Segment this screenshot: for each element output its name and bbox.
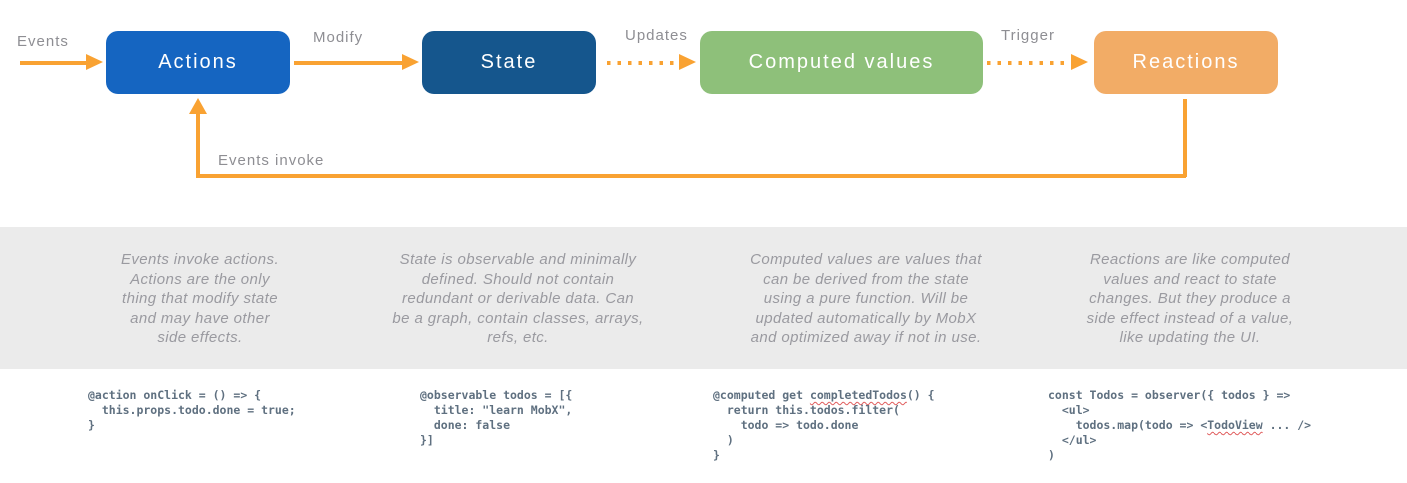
code-line: return this.todos.filter( — [713, 403, 900, 417]
description-actions: Events invoke actions. Actions are the o… — [120, 251, 280, 346]
node-reactions: Reactions — [1094, 31, 1278, 94]
code-line: }] — [420, 433, 434, 447]
code-line: title: "learn MobX", — [420, 403, 573, 417]
code-line: } — [713, 448, 720, 462]
feedback-arrowhead-icon — [189, 98, 207, 114]
code-line: @observable todos = [{ — [420, 388, 573, 402]
node-computed-values-label: Computed values — [748, 51, 935, 73]
code-line: ) — [1048, 448, 1055, 462]
edge-label-events: Events — [17, 33, 69, 50]
trigger-dotted-line — [987, 61, 1073, 65]
spellcheck-squiggle: completedTodos — [809, 388, 907, 402]
updates-dotted-line — [607, 61, 681, 65]
feedback-line-horizontal — [196, 174, 1186, 178]
events-arrowhead-icon — [86, 54, 103, 70]
trigger-arrowhead-icon — [1071, 54, 1088, 70]
code-snippet-observable: @observable todos = [{ title: "learn Mob… — [420, 388, 572, 448]
edge-label-modify: Modify — [313, 29, 364, 46]
description-computed-values: Computed values are values that can be d… — [750, 251, 982, 346]
code-snippet-action: @action onClick = () => { this.props.tod… — [88, 388, 296, 433]
node-actions: Actions — [106, 31, 290, 94]
node-state-label: State — [480, 51, 538, 73]
code-line: @action onClick = () => { — [88, 388, 262, 402]
node-reactions-label: Reactions — [1132, 51, 1240, 73]
node-state: State — [422, 31, 596, 94]
code-snippet-observer: const Todos = observer({ todos } => <ul>… — [1048, 388, 1311, 463]
updates-arrowhead-icon — [679, 54, 696, 70]
feedback-line-down — [1183, 99, 1187, 177]
code-line: const Todos = observer({ todos } => — [1048, 388, 1291, 402]
modify-arrow-line — [294, 61, 404, 65]
code-line: ) — [713, 433, 734, 447]
code-line: @computed get completedTodos() { — [713, 388, 935, 402]
events-arrow-line — [20, 61, 88, 65]
node-actions-label: Actions — [158, 51, 238, 73]
description-band: Events invoke actions. Actions are the o… — [0, 227, 1407, 369]
modify-arrowhead-icon — [402, 54, 419, 70]
edge-label-events-invoke: Events invoke — [218, 152, 325, 169]
edge-label-trigger: Trigger — [1001, 27, 1055, 44]
code-line: done: false — [420, 418, 511, 432]
code-line: todos.map(todo => <TodoView ... /> — [1048, 418, 1312, 432]
description-reactions: Reactions are like computed values and r… — [1086, 251, 1294, 346]
flow-diagram: Actions State Computed values Reactions … — [0, 0, 1407, 228]
code-snippet-computed: @computed get completedTodos() { return … — [713, 388, 935, 463]
spellcheck-squiggle: TodoView — [1207, 418, 1263, 432]
code-line: <ul> — [1048, 403, 1090, 417]
description-state: State is observable and minimally define… — [392, 251, 644, 346]
code-line: this.props.todo.done = true; — [88, 403, 296, 417]
node-computed-values: Computed values — [700, 31, 983, 94]
feedback-line-up — [196, 113, 200, 177]
code-line: todo => todo.done — [713, 418, 859, 432]
code-line: </ul> — [1048, 433, 1097, 447]
code-line: } — [88, 418, 95, 432]
edge-label-updates: Updates — [625, 27, 688, 44]
